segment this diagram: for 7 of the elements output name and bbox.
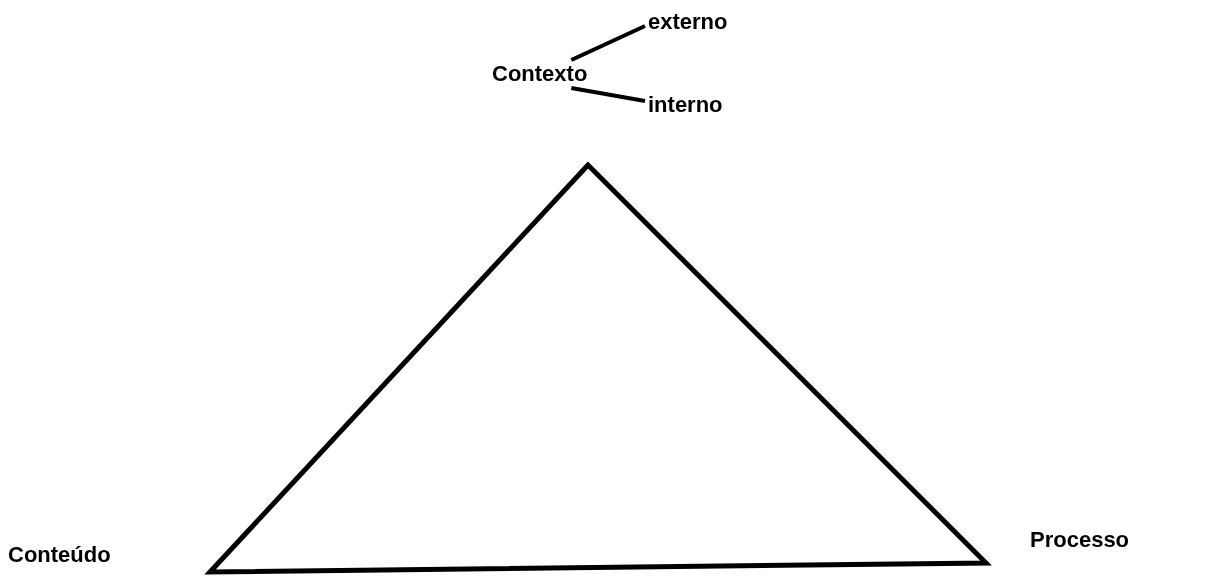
node-label: Contexto: [492, 60, 588, 88]
node-label: interno: [648, 91, 723, 119]
node-label: Processo: [1030, 526, 1130, 554]
connector-line: [570, 24, 646, 62]
node-label: externo: [648, 8, 728, 36]
node-label: Conteúdo: [8, 541, 111, 569]
connector-line: [571, 86, 646, 103]
